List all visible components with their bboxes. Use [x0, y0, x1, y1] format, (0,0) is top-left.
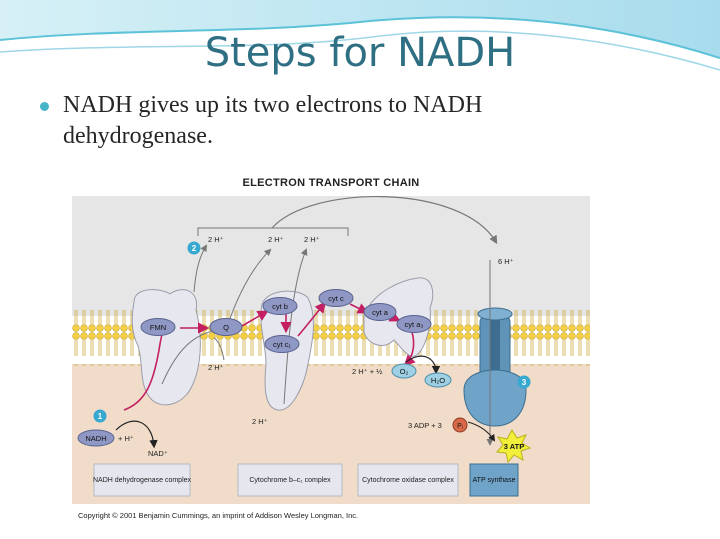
label-cytochrome-oxidase: Cytochrome oxidase complex: [357, 463, 459, 497]
svg-text:1: 1: [98, 412, 103, 421]
svg-text:cyt c: cyt c: [328, 294, 344, 303]
figure-title: ELECTRON TRANSPORT CHAIN: [242, 177, 420, 189]
svg-text:Cytochrome oxidase complex: Cytochrome oxidase complex: [362, 477, 454, 484]
carrier-cyt-c1: cyt c₁: [264, 335, 300, 353]
atp-synthesis: 3 ADP + 3 Pᵢ 3 ATP: [408, 417, 532, 464]
svg-text:+ H⁺: + H⁺: [118, 434, 134, 443]
proton-label: 2 H⁺: [304, 235, 320, 244]
step-badge-1: 1: [93, 409, 107, 423]
svg-text:ATP synthase: ATP synthase: [473, 477, 516, 484]
proton-label: 2 H⁺: [252, 417, 268, 426]
label-atp-synthase: ATP synthase: [469, 463, 519, 497]
bullet-dot-icon: [40, 102, 49, 111]
nadh-dehydrogenase-complex: [131, 289, 201, 406]
svg-text:3 ADP + 3: 3 ADP + 3: [408, 421, 442, 430]
svg-text:O₂: O₂: [400, 367, 409, 376]
slide-title: Steps for NADH: [204, 30, 516, 76]
svg-text:cyt c₁: cyt c₁: [273, 340, 291, 349]
svg-text:2: 2: [192, 244, 197, 253]
bullet-text: NADH gives up its two electrons to NADH …: [63, 92, 483, 149]
svg-text:2 H⁺ + ½: 2 H⁺ + ½: [352, 367, 383, 376]
svg-text:3 ATP: 3 ATP: [504, 442, 524, 451]
svg-text:NAD⁺: NAD⁺: [148, 449, 168, 458]
step-badge-2: 2: [187, 241, 201, 255]
svg-text:Pᵢ: Pᵢ: [457, 423, 463, 430]
svg-text:Q: Q: [223, 323, 229, 332]
carrier-ubiquinone: Q: [209, 318, 243, 336]
step-badge-3: 3: [517, 375, 531, 389]
carrier-cyt-b: cyt b: [262, 297, 298, 315]
svg-text:cyt a₃: cyt a₃: [405, 320, 424, 329]
carrier-cyt-a3: cyt a₃: [396, 315, 432, 333]
svg-text:cyt b: cyt b: [272, 302, 288, 311]
header-wave-decoration: [0, 0, 720, 71]
svg-text:H₂O: H₂O: [431, 376, 445, 385]
oxygen-reduction: 2 H⁺ + ½ O₂ H₂O: [352, 355, 452, 388]
nadh-reaction: NADH + H⁺ NAD⁺: [77, 420, 168, 458]
proton-label: 2 H⁺: [268, 235, 284, 244]
copyright-notice: Copyright © 2001 Benjamin Cummings, an i…: [78, 511, 359, 520]
carrier-cyt-c: cyt c: [318, 289, 354, 307]
svg-text:3: 3: [522, 378, 527, 387]
electron-transport-chain-figure: FMN Q cyt b cyt c₁ cyt c cyt a: [72, 164, 590, 532]
proton-label: 6 H⁺: [498, 257, 514, 266]
label-cytochrome-bc1: Cytochrome b–c₁ complex: [237, 463, 343, 497]
svg-text:NADH dehydrogenase complex: NADH dehydrogenase complex: [93, 477, 192, 484]
svg-text:Cytochrome b–c₁ complex: Cytochrome b–c₁ complex: [249, 477, 331, 484]
carrier-cyt-a: cyt a: [363, 303, 397, 321]
svg-text:NADH: NADH: [85, 434, 106, 443]
label-nadh-dehydrogenase: NADH dehydrogenase complex: [93, 463, 192, 497]
carrier-fmn: FMN: [140, 318, 176, 336]
proton-label: 2 H⁺: [208, 363, 224, 372]
proton-label: 2 H⁺: [208, 235, 224, 244]
svg-text:FMN: FMN: [150, 323, 166, 332]
atp-synthase: [463, 307, 527, 427]
svg-text:cyt a: cyt a: [372, 308, 389, 317]
